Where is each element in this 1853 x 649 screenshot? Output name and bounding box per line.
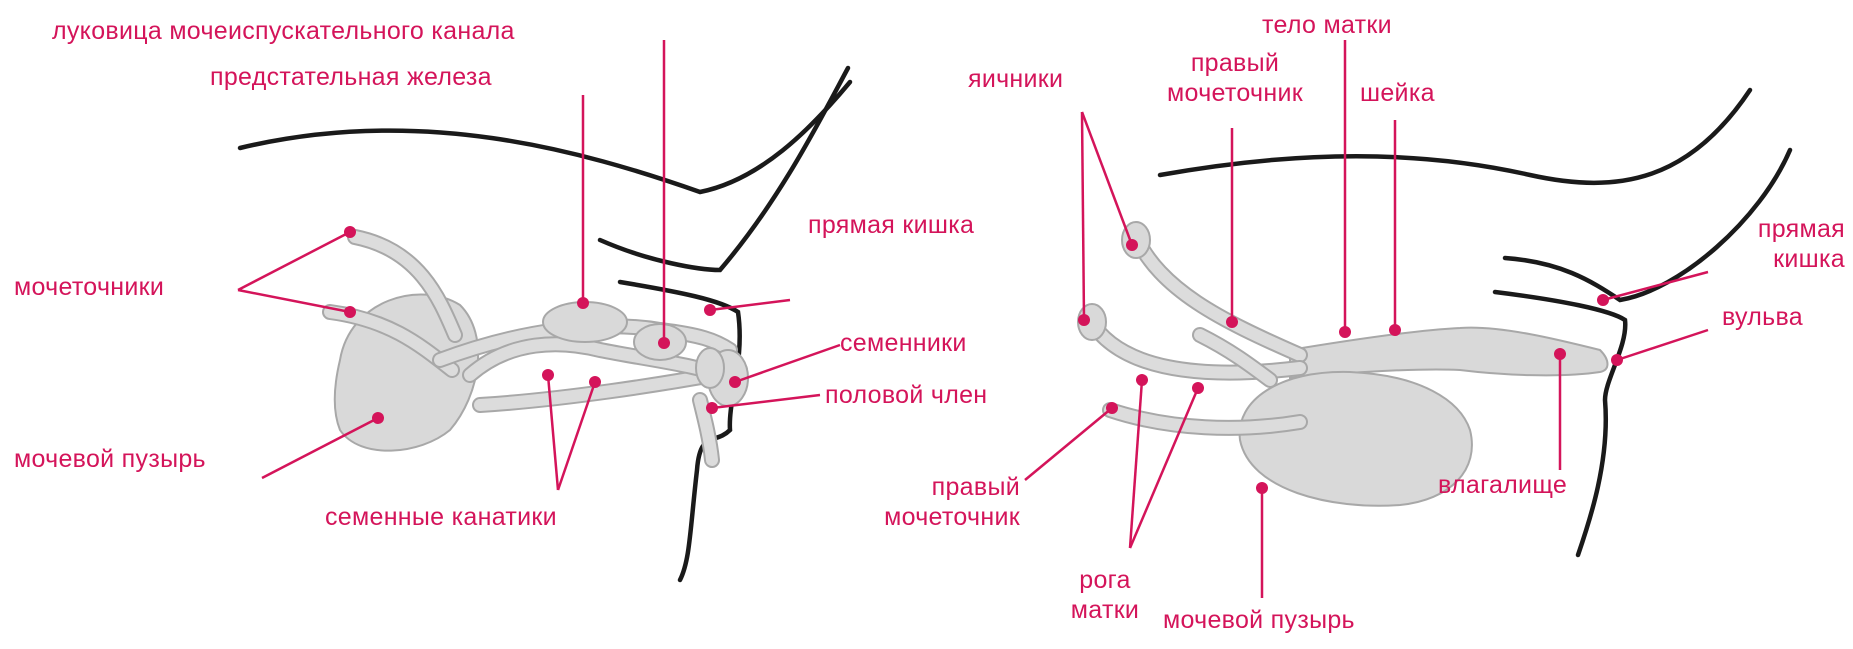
dot-uterus-body: [1339, 326, 1351, 338]
dot-ovary-lower: [1078, 314, 1090, 326]
dot-ureter-lower: [344, 306, 356, 318]
label-uterine-horns: рога матки: [1055, 565, 1155, 625]
label-bladder-male: мочевой пузырь: [14, 444, 206, 474]
label-spermatic-cords: семенные канатики: [325, 502, 557, 532]
dot-ureter-upper: [344, 226, 356, 238]
dot-prostate: [577, 297, 589, 309]
dot-rectum-female: [1597, 294, 1609, 306]
label-ureters: мочеточники: [14, 272, 164, 302]
label-urethral-bulb: луковица мочеиспускательного канала: [52, 16, 515, 46]
label-right-ureter-top: правый мочеточник: [1140, 48, 1330, 108]
female-anatomy: [1078, 90, 1790, 555]
label-vulva: вульва: [1722, 302, 1803, 332]
label-vagina: влагалище: [1438, 470, 1567, 500]
dot-testes: [729, 376, 741, 388]
male-back-outline: [240, 82, 850, 192]
label-uterine-horns-line1: рога: [1055, 565, 1155, 595]
dot-right-ureter-bottom: [1106, 402, 1118, 414]
dot-ovary-upper: [1126, 239, 1138, 251]
dot-vagina: [1554, 348, 1566, 360]
label-uterine-horns-line2: матки: [1055, 595, 1155, 625]
label-right-ureter-bottom: правый мочеточник: [870, 472, 1020, 532]
dot-spermatic-cord-2: [589, 376, 601, 388]
dot-cervix: [1389, 324, 1401, 336]
dot-rectum-male: [704, 304, 716, 316]
label-penis: половой член: [825, 380, 987, 410]
label-right-ureter-top-line2: мочеточник: [1140, 78, 1330, 108]
dot-spermatic-cord-1: [542, 369, 554, 381]
label-uterus-body: тело матки: [1262, 10, 1392, 40]
dot-horn-1: [1136, 374, 1148, 386]
dot-right-ureter-top: [1226, 316, 1238, 328]
dot-bladder-female: [1256, 482, 1268, 494]
label-right-ureter-bottom-line1: правый: [870, 472, 1020, 502]
dot-horn-2: [1192, 382, 1204, 394]
label-ovaries: яичники: [968, 64, 1063, 94]
label-rectum-male: прямая кишка: [808, 210, 974, 240]
dot-urethral-bulb: [658, 337, 670, 349]
label-right-ureter-top-line1: правый: [1140, 48, 1330, 78]
label-bladder-female: мочевой пузырь: [1163, 605, 1355, 635]
male-leaders: [238, 40, 840, 490]
label-prostate: предстательная железа: [210, 62, 492, 92]
dot-vulva: [1611, 354, 1623, 366]
dot-bladder-male: [372, 412, 384, 424]
label-rectum-female-line2: кишка: [1720, 244, 1845, 274]
label-cervix: шейка: [1360, 78, 1435, 108]
dot-penis: [706, 402, 718, 414]
label-testes: семенники: [840, 328, 967, 358]
label-rectum-female-line1: прямая: [1720, 214, 1845, 244]
label-rectum-female: прямая кишка: [1720, 214, 1845, 274]
label-right-ureter-bottom-line2: мочеточник: [870, 502, 1020, 532]
female-leaders: [1025, 40, 1708, 598]
